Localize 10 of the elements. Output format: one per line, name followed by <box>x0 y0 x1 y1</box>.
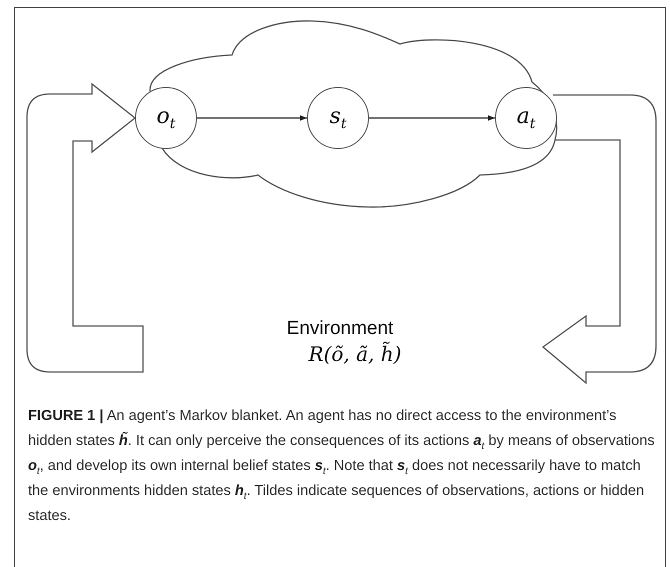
environment-label: Environment <box>286 318 394 340</box>
block-arrow <box>542 94 657 384</box>
figure-caption: FIGURE 1 | An agent’s Markov blanket. An agent has no direct access to the environment’s hidden states h̃. It can only perceive the consequences of its actions a$_{t}$ by means of observations o$_{t}$, and develop its own internal belief states s$_{t}$. Note that s$_{t}$ does not necessarily have to match the environments hidden states h$_{t}$. Tildes indicate sequences of observations, actions or hidden states. <box>28 407 656 526</box>
formula-label: R(õ, ã, h̃) <box>308 342 402 366</box>
arrow <box>369 115 495 121</box>
block-arrow <box>26 83 144 373</box>
variable-label: o$_{t}$ <box>156 106 176 130</box>
arrow <box>197 115 307 121</box>
variable-label: s$_{t}$ <box>330 106 346 130</box>
variable-label: a$_{t}$ <box>516 106 536 130</box>
